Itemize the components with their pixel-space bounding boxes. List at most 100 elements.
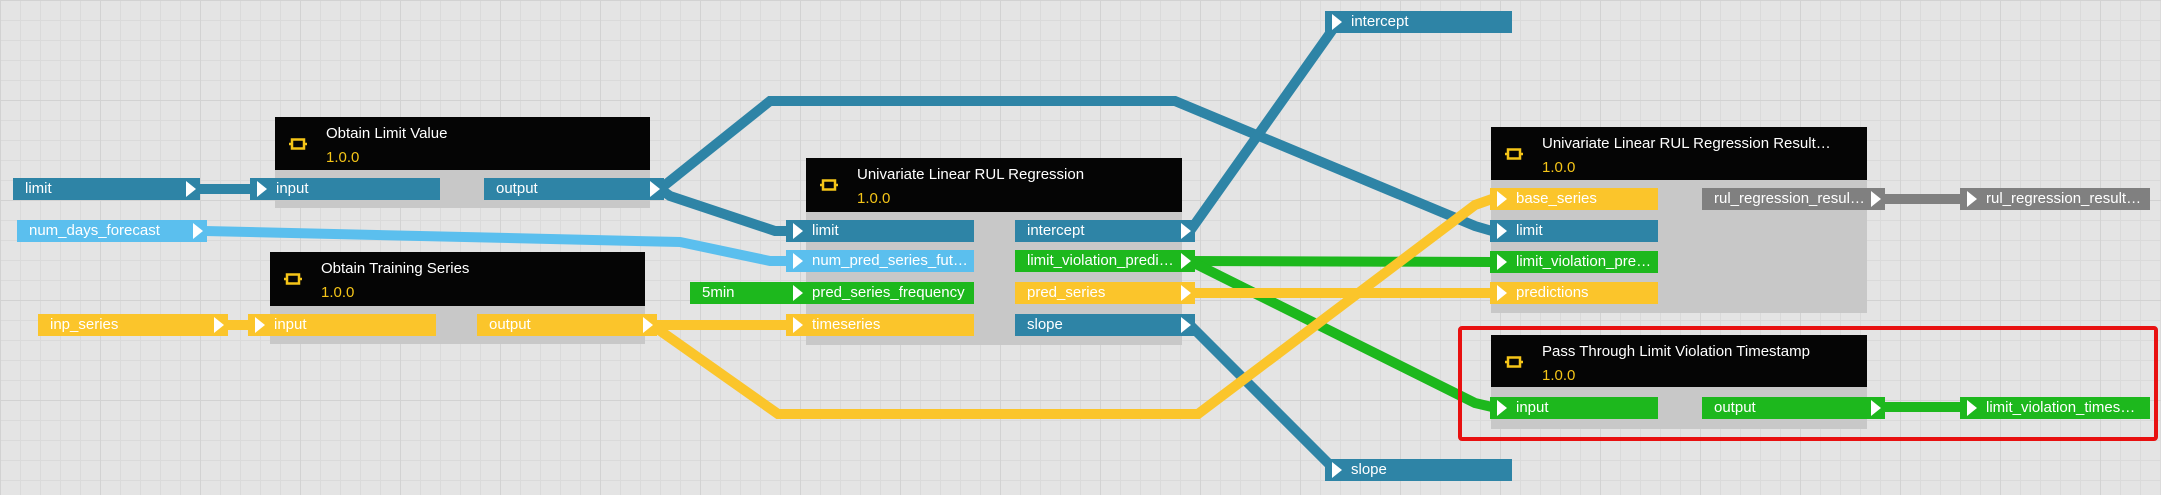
node-obtain-training-series-header[interactable]: Obtain Training Series 1.0.0: [270, 252, 645, 306]
component-icon: [284, 273, 302, 285]
workflow-output-rul-label: rul_regression_result…: [1986, 190, 2142, 207]
triangle-right-icon: [793, 223, 803, 239]
node-title: Univariate Linear RUL Regression Result…: [1542, 135, 1831, 152]
workflow-output-limit-violation-timestamp[interactable]: limit_violation_times…: [1960, 397, 2150, 419]
obtain-training-input-port[interactable]: input: [248, 314, 436, 336]
port-label: rul_regression_result_…: [1714, 190, 1878, 207]
triangle-right-icon: [1181, 223, 1191, 239]
workflow-input-limit-label: limit: [25, 180, 52, 197]
port-label: output: [1714, 399, 1756, 416]
port-label: predictions: [1516, 284, 1589, 301]
workflow-input-num-days-forecast[interactable]: num_days_forecast: [17, 220, 207, 242]
triangle-right-icon: [1967, 191, 1977, 207]
node-version: 1.0.0: [321, 284, 355, 301]
port-label: limit: [812, 222, 839, 239]
triangle-right-icon: [1181, 317, 1191, 333]
node-univariate-linear-rul-regression-header[interactable]: Univariate Linear RUL Regression 1.0.0: [806, 158, 1182, 212]
regression-input-num-pred-series[interactable]: num_pred_series_fut…: [786, 250, 974, 272]
regression-output-slope[interactable]: slope: [1015, 314, 1195, 336]
obtain-limit-input-port[interactable]: input: [250, 178, 440, 200]
port-label: output: [496, 180, 538, 197]
port-label: limit: [1516, 222, 1543, 239]
component-icon: [1505, 148, 1523, 160]
port-label: slope: [1027, 316, 1063, 333]
node-version: 1.0.0: [326, 149, 360, 166]
port-label: pred_series: [1027, 284, 1106, 301]
wire-limit-violation-to-pass-through[interactable]: [1187, 256, 1494, 412]
triangle-right-icon: [1332, 462, 1342, 478]
workflow-output-rul-regression-result[interactable]: rul_regression_result…: [1960, 188, 2150, 210]
port-label: limit_violation_predi…: [1516, 253, 1658, 270]
pass-through-output-port[interactable]: output: [1702, 397, 1885, 419]
triangle-right-icon: [1871, 191, 1881, 207]
triangle-right-icon: [793, 253, 803, 269]
regression-output-pred-series[interactable]: pred_series: [1015, 282, 1195, 304]
regression-input-pred-series-frequency[interactable]: pred_series_frequency: [786, 282, 974, 304]
triangle-right-icon: [1497, 254, 1507, 270]
port-label: input: [274, 316, 307, 333]
workflow-output-intercept[interactable]: intercept: [1325, 11, 1512, 33]
triangle-right-icon: [793, 317, 803, 333]
triangle-right-icon: [793, 285, 803, 301]
triangle-right-icon: [1497, 191, 1507, 207]
node-rul-regression-result-header[interactable]: Univariate Linear RUL Regression Result……: [1491, 127, 1867, 180]
triangle-right-icon: [1181, 253, 1191, 269]
port-label: pred_series_frequency: [812, 284, 965, 301]
port-label: base_series: [1516, 190, 1597, 207]
result-input-base-series[interactable]: base_series: [1490, 188, 1658, 210]
result-input-limit-violation[interactable]: limit_violation_predi…: [1490, 251, 1658, 273]
port-label: output: [489, 316, 531, 333]
node-obtain-limit-value-header[interactable]: Obtain Limit Value 1.0.0: [275, 117, 650, 170]
result-input-limit[interactable]: limit: [1490, 220, 1658, 242]
triangle-right-icon: [214, 317, 224, 333]
triangle-right-icon: [643, 317, 653, 333]
workflow-input-num-days-forecast-label: num_days_forecast: [29, 222, 160, 239]
wire-limit-to-regression[interactable]: [657, 184, 786, 236]
result-input-predictions[interactable]: predictions: [1490, 282, 1658, 304]
regression-output-intercept[interactable]: intercept: [1015, 220, 1195, 242]
node-version: 1.0.0: [1542, 367, 1576, 384]
port-label: timeseries: [812, 316, 881, 333]
pass-through-input-port[interactable]: input: [1490, 397, 1658, 419]
wire-limit-to-result[interactable]: [656, 96, 1494, 236]
triangle-right-icon: [1497, 400, 1507, 416]
triangle-right-icon: [255, 317, 265, 333]
result-output-rul-regression-result[interactable]: rul_regression_result_…: [1702, 188, 1885, 210]
triangle-right-icon: [1332, 14, 1342, 30]
wire-limit-violation-to-result[interactable]: [1189, 256, 1493, 267]
workflow-input-limit[interactable]: limit: [13, 178, 200, 200]
regression-output-limit-violation[interactable]: limit_violation_predicti…: [1015, 250, 1195, 272]
component-icon: [289, 138, 307, 150]
obtain-training-output-port[interactable]: output: [477, 314, 657, 336]
workflow-output-slope[interactable]: slope: [1325, 459, 1512, 481]
wire-intercept[interactable]: [1185, 17, 1352, 234]
component-icon: [820, 179, 838, 191]
triangle-right-icon: [650, 181, 660, 197]
obtain-limit-output-port[interactable]: output: [484, 178, 664, 200]
node-title: Obtain Training Series: [321, 260, 470, 277]
node-version: 1.0.0: [1542, 159, 1576, 176]
triangle-right-icon: [1871, 400, 1881, 416]
triangle-right-icon: [193, 223, 203, 239]
regression-input-limit[interactable]: limit: [786, 220, 974, 242]
triangle-right-icon: [257, 181, 267, 197]
port-label: intercept: [1027, 222, 1085, 239]
triangle-right-icon: [186, 181, 196, 197]
workflow-output-intercept-label: intercept: [1351, 13, 1409, 30]
triangle-right-icon: [1967, 400, 1977, 416]
wire-training-to-base-series[interactable]: [649, 194, 1494, 419]
regression-input-timeseries[interactable]: timeseries: [786, 314, 974, 336]
port-label: limit_violation_predicti…: [1027, 252, 1189, 269]
triangle-right-icon: [1497, 285, 1507, 301]
node-title: Obtain Limit Value: [326, 125, 448, 142]
workflow-input-inp-series[interactable]: inp_series: [38, 314, 228, 336]
triangle-right-icon: [1497, 223, 1507, 239]
node-title: Pass Through Limit Violation Timestamp: [1542, 343, 1810, 360]
port-label: num_pred_series_fut…: [812, 252, 968, 269]
node-title: Univariate Linear RUL Regression: [857, 166, 1085, 183]
node-pass-through-limit-violation-header[interactable]: Pass Through Limit Violation Timestamp 1…: [1491, 335, 1867, 387]
wire-num-days[interactable]: [204, 226, 786, 266]
node-version: 1.0.0: [857, 190, 891, 207]
workflow-input-inp-series-label: inp_series: [50, 316, 119, 333]
